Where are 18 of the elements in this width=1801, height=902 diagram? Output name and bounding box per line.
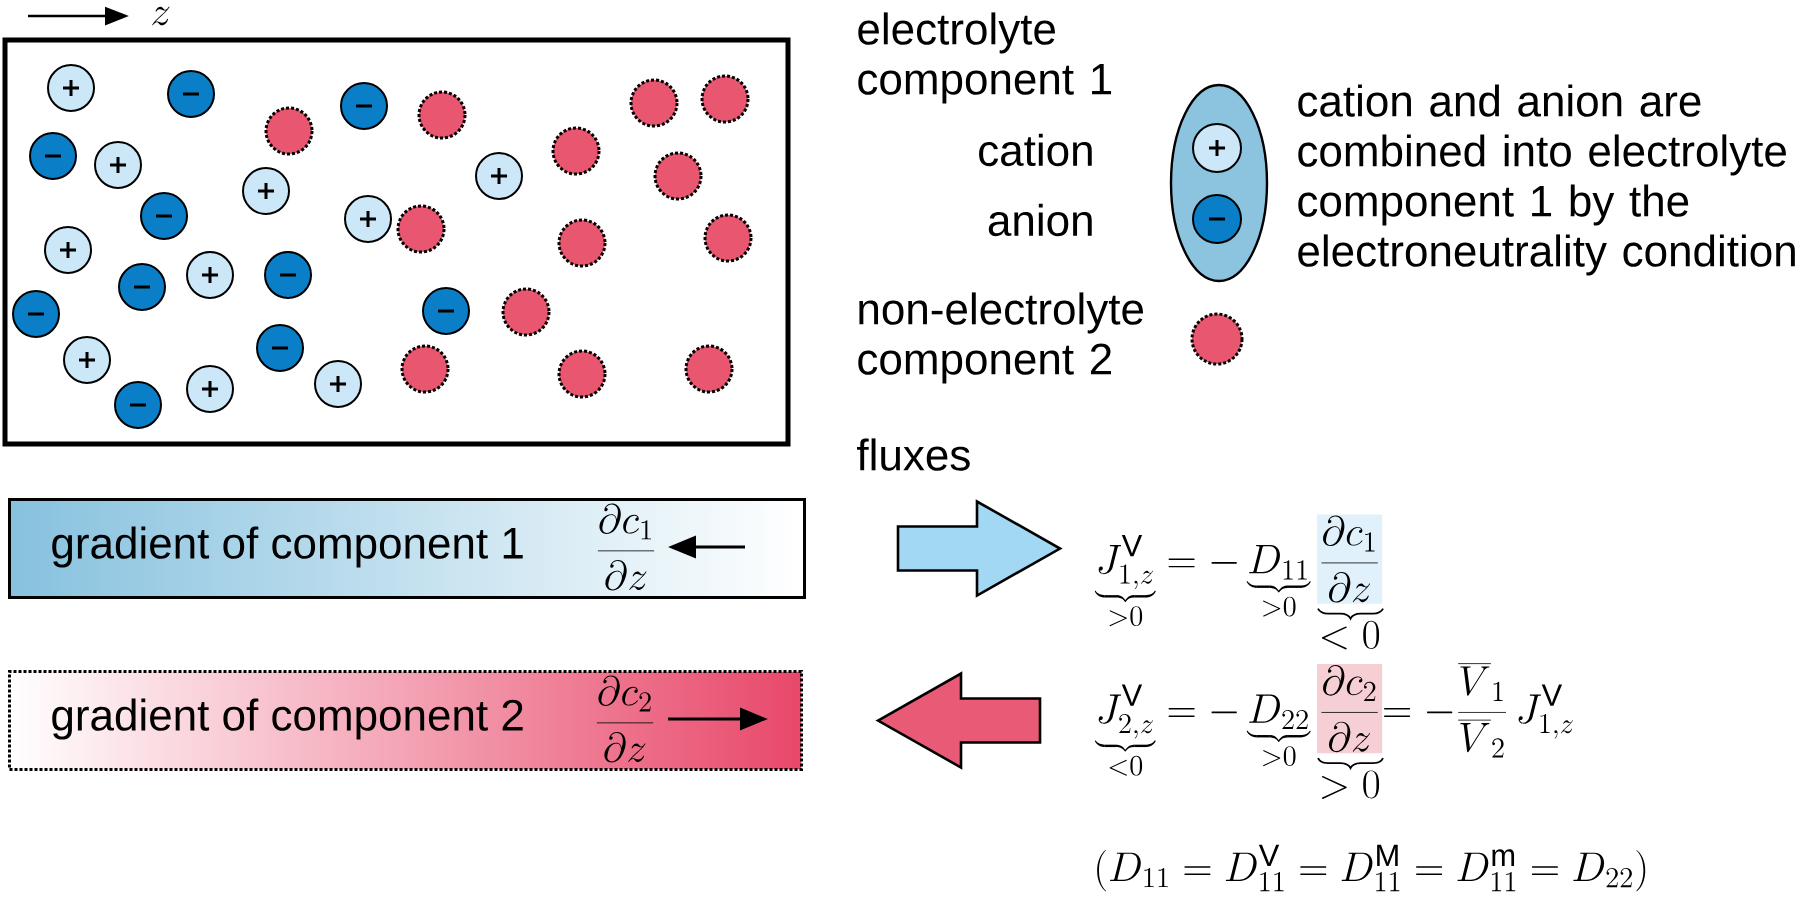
node-label: $= -\frac{\overline{V}_1}{\overline{V}_2}\, J^{\mathrm{V}}_{1,z}$ xyxy=(1384,663,1573,758)
node-label: $<0$ xyxy=(1321,620,1380,650)
label-text: $z$ xyxy=(152,6,170,26)
label-text: electrolyte component 1 xyxy=(858,12,1112,104)
equation: $\underbrace{J^{\mathrm{V}}_{2,z}}_{<0} = -\underbrace{D_{22}}_{>0}\,$ $\frac{\partial c_2}{\partial z}$ $>0$ $= -\frac{\overline{V}_1}{\overline{V}_2}\, J^{\mathrm{V}}_{1,z}$ xyxy=(1094,663,1573,799)
label-text: anion xyxy=(988,203,1092,237)
label-text: fluxes xyxy=(857,438,970,471)
node-label: $\underbrace{J^{\mathrm{V}}_{2,z}}_{<0} = -\underbrace{D_{22}}_{>0}\,$ xyxy=(1094,684,1311,776)
equation: $\underbrace{J^{\mathrm{V}}_{1,z}}_{>0} = -\underbrace{D_{11}}_{>0}\,$ $\frac{\partial c_1}{\partial z}$ $<0$ xyxy=(1094,514,1384,650)
note-text: cation and anion are combined into electrolyte component 1 by the electroneutrality condition xyxy=(1298,84,1795,276)
label-text: cation xyxy=(979,133,1092,167)
gradient-bar: gradient of component 2 $\frac{\partial c_2}{\partial z}$ xyxy=(8,670,803,771)
block-arrow xyxy=(896,499,1063,598)
label-text: non-electrolyte component 2 xyxy=(858,292,1143,384)
node-label: $\underbrace{J^{\mathrm{V}}_{1,z}}_{>0} = -\underbrace{D_{11}}_{>0}\,$ xyxy=(1094,534,1311,627)
node-label: $>0$ xyxy=(1321,770,1380,799)
formula-text: $(D_{11} = D^{\mathrm{V}}_{11} = D^{\mathrm{M}}_{11} = D^{\mathrm{m}}_{11} = D_{22})$ xyxy=(1097,844,1646,892)
gradient-bar: gradient of component 1 $\frac{\partial c_1}{\partial z}$ xyxy=(8,498,806,599)
